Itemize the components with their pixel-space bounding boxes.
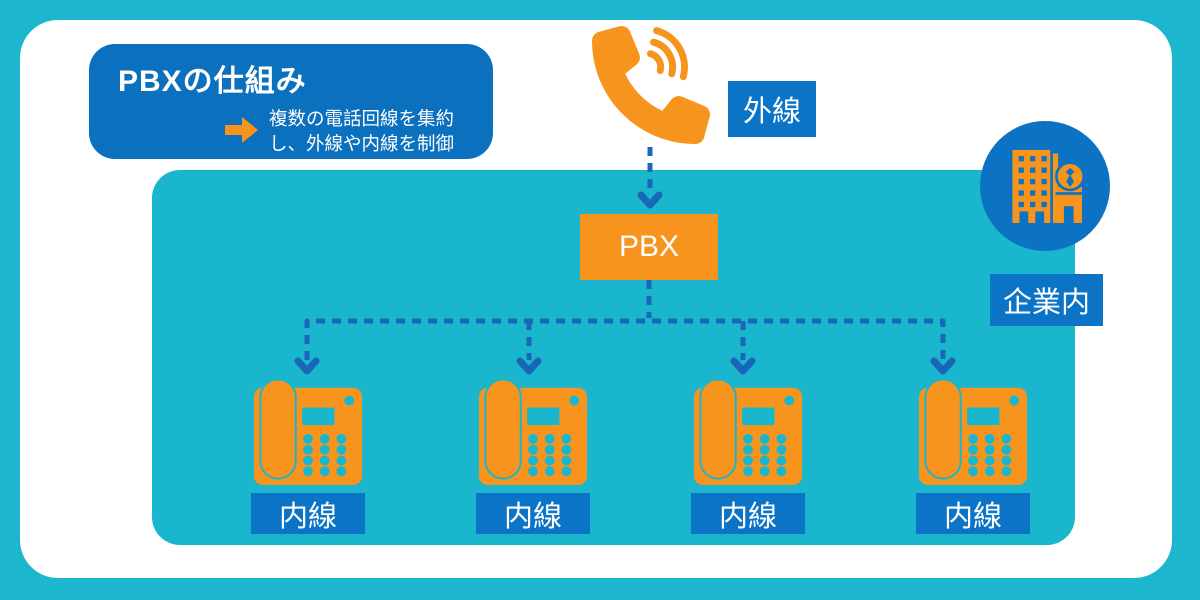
- extension-text: 内線: [503, 500, 562, 533]
- extension-label: 内線: [476, 493, 590, 534]
- company-label: 企業内: [990, 274, 1103, 326]
- company-text: 企業内: [1002, 287, 1090, 319]
- extension-text: 内線: [718, 500, 777, 533]
- title-description: 複数の電話回線を集約 し、外線や内線を制御: [225, 106, 454, 156]
- description-line-1: 複数の電話回線を集約: [269, 108, 455, 129]
- desk-phone-icon: [478, 377, 588, 487]
- extension-label: 内線: [916, 493, 1030, 534]
- desk-phone-icon: [693, 377, 803, 487]
- extension-label: 内線: [691, 493, 805, 534]
- office-building-icon: [1012, 149, 1086, 223]
- pbx-label: PBX: [618, 230, 680, 263]
- desk-phone-icon: [253, 377, 363, 487]
- company-badge: [980, 121, 1110, 251]
- description-line-2: し、外線や内線を制御: [269, 133, 455, 154]
- arrowheads: [294, 191, 956, 375]
- external-line-label: 外線: [728, 81, 816, 137]
- external-line-text: 外線: [742, 96, 801, 128]
- pbx-node: PBX: [580, 214, 718, 280]
- page-title: PBXの仕組み: [118, 65, 307, 98]
- extension-text: 内線: [278, 500, 337, 533]
- title-description-text: 複数の電話回線を集約 し、外線や内線を制御: [269, 106, 454, 156]
- desk-phone-icon: [918, 377, 1028, 487]
- right-arrow-icon: [225, 117, 258, 143]
- extension-text: 内線: [943, 500, 1002, 533]
- title-card: PBXの仕組み 複数の電話回線を集約 し、外線や内線を制御: [89, 44, 493, 159]
- extension-label: 内線: [251, 493, 365, 534]
- dashed-lines: [304, 147, 946, 360]
- phone-handset-icon: [592, 25, 711, 145]
